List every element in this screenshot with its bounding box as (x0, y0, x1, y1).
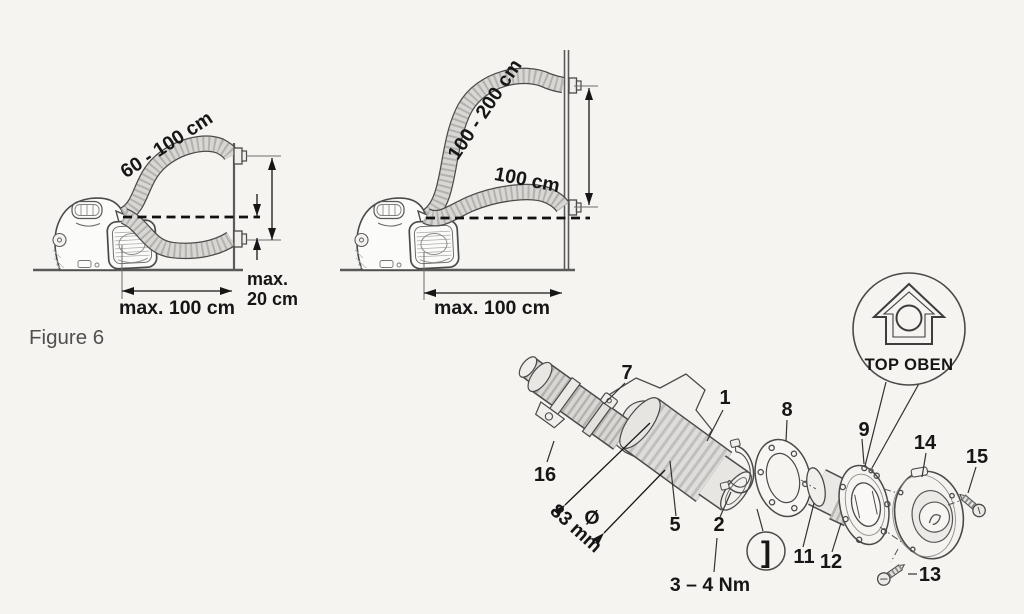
lower-wall-socket (233, 230, 248, 248)
torque-label: 3 – 4 Nm (670, 574, 750, 596)
duct-inner-section (518, 356, 633, 450)
part-label-15: 15 (966, 446, 988, 468)
max-offset-label-line1: max. (247, 269, 288, 289)
part-label-9: 9 (858, 419, 869, 441)
orientation-label: TOP OBEN (865, 356, 954, 374)
vertical-offset-dimension (253, 158, 276, 260)
outer-cover-14 (879, 466, 965, 560)
part-label-12: 12 (820, 551, 842, 573)
upper-duct (422, 67, 565, 223)
exploded-parts-view: 83 mm Ø ] (518, 272, 988, 596)
lower-duct (422, 183, 570, 227)
screw-13 (876, 564, 906, 586)
screw-15 (959, 493, 986, 518)
clamp-ring-2 (719, 438, 755, 494)
part-label-1: 1 (719, 387, 730, 409)
seal-symbol-glyph: ] (761, 536, 771, 569)
upper-duct (119, 135, 239, 223)
part-label-11: 11 (793, 546, 814, 568)
part-label-5: 5 (669, 514, 680, 536)
max-width-label: max. 100 cm (119, 297, 235, 319)
mounting-bracket-16 (534, 376, 582, 429)
gasket-8 (754, 438, 812, 518)
socket-body-9 (806, 464, 891, 546)
part-label-14: 14 (914, 432, 937, 454)
max-width-label: max. 100 cm (434, 297, 550, 319)
part-label-16: 16 (534, 464, 556, 486)
leader-lines (546, 382, 977, 575)
middle-installation-diagram: 100 - 200 cm 100 cm max. 100 cm (340, 50, 598, 319)
max-offset-label-line2: 20 cm (247, 289, 298, 309)
figure-caption: Figure 6 (29, 326, 104, 349)
part-label-7: 7 (621, 362, 632, 384)
part-label-13: 13 (919, 564, 941, 586)
lower-duct (120, 208, 236, 260)
part-label-8: 8 (781, 399, 792, 421)
diameter-symbol: Ø (584, 507, 599, 529)
upper-wall-socket (233, 147, 248, 165)
sealant-symbol-badge: ] (746, 508, 786, 571)
part-label-2: 2 (713, 514, 724, 536)
left-installation-diagram: 60 - 100 cm max. 20 cm max. 100 cm Figur… (29, 107, 298, 349)
top-oben-balloon: TOP OBEN (852, 272, 966, 469)
up-arrow-icon (871, 282, 947, 345)
